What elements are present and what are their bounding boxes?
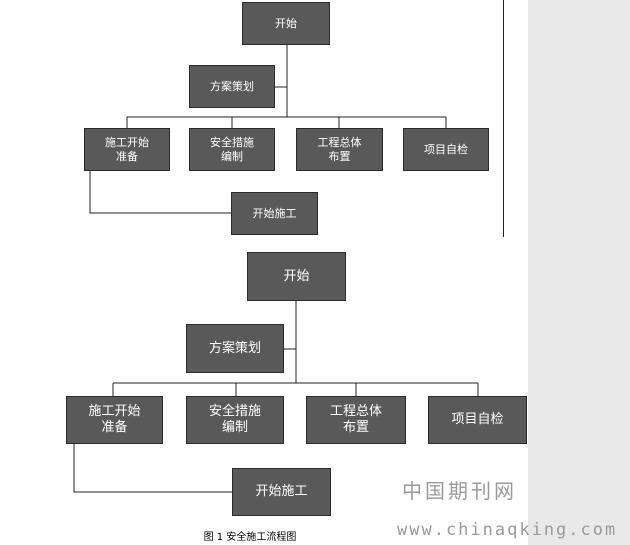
- bottom-node-layout: 工程总体 布置: [306, 396, 406, 444]
- top-node-layout: 工程总体 布置: [296, 128, 383, 171]
- page-gutter: [528, 0, 630, 545]
- bottom-node-prep: 施工开始 准备: [66, 396, 163, 444]
- top-node-plan: 方案策划: [189, 65, 275, 108]
- top-node-safety: 安全措施 编制: [189, 128, 275, 171]
- bottom-node-begin: 开始施工: [232, 468, 331, 516]
- figure-caption: 图 1 安全施工流程图: [203, 532, 297, 543]
- top-node-begin: 开始施工: [231, 192, 318, 235]
- bottom-connector-begin: [73, 444, 232, 493]
- bottom-node-start: 开始: [247, 252, 346, 301]
- top-node-prep: 施工开始 准备: [84, 128, 170, 171]
- bottom-node-plan: 方案策划: [186, 324, 284, 373]
- top-node-check: 项目自检: [403, 128, 489, 171]
- bottom-node-check: 项目自检: [428, 396, 527, 444]
- top-node-start: 开始: [242, 2, 330, 45]
- watermark-site-url: www.chinaqking.com: [397, 520, 618, 540]
- page-vertical-rule: [503, 0, 504, 237]
- watermark-site-name: 中国期刊网: [402, 479, 517, 503]
- bottom-node-safety: 安全措施 编制: [186, 396, 284, 444]
- top-connector-begin: [89, 171, 231, 214]
